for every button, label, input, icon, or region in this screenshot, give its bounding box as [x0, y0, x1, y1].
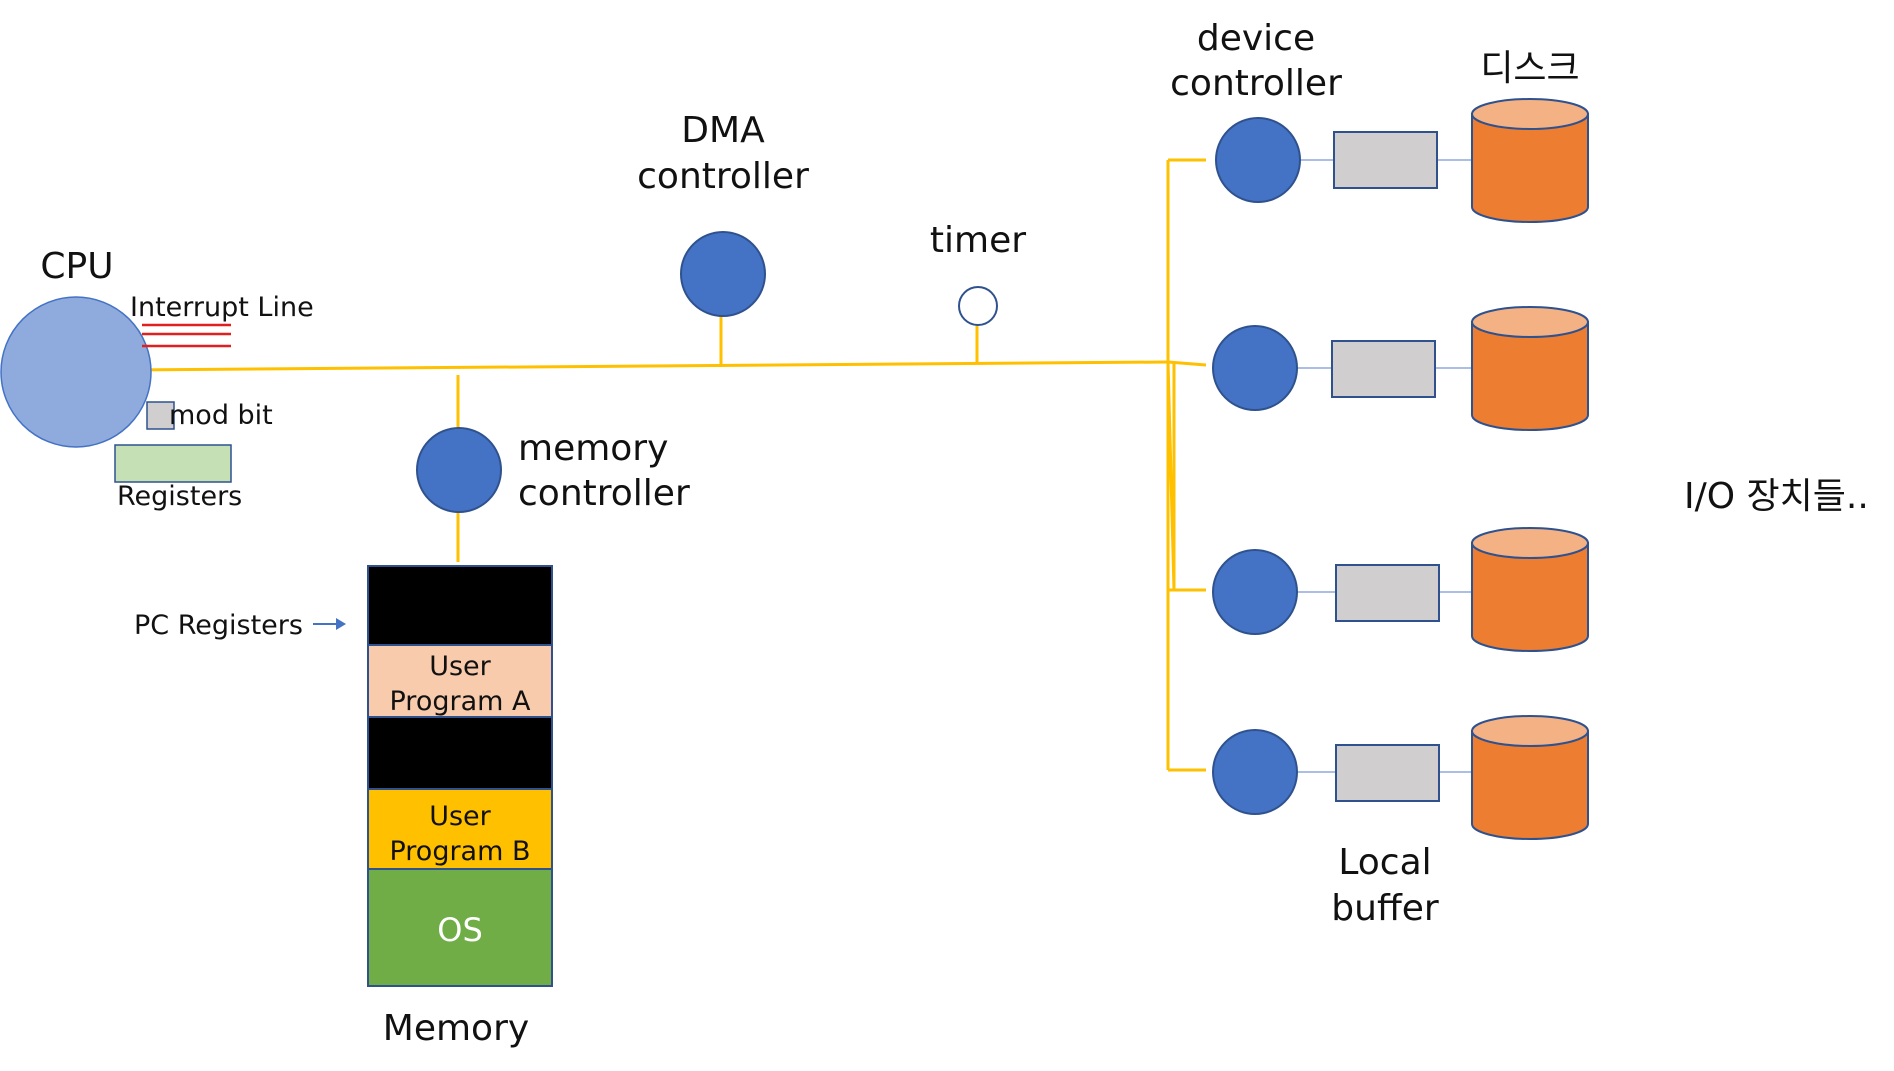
os-label: OS	[437, 911, 483, 949]
device-controller-node[interactable]	[1212, 729, 1298, 815]
disk-icon[interactable]	[1471, 306, 1589, 431]
memory-controller-group: memory controller	[416, 427, 690, 514]
device-row-4	[1212, 715, 1589, 840]
registers-box	[114, 444, 232, 483]
local-buffer-box[interactable]	[1333, 131, 1438, 189]
memory-controller-label-line2: controller	[518, 473, 690, 514]
user-program-a-line2: Program A	[390, 686, 532, 717]
bus-main-line	[125, 360, 1169, 372]
memory-block-black-top	[367, 565, 553, 646]
cpu-circle[interactable]	[0, 296, 152, 448]
memory-label: Memory	[383, 1008, 529, 1049]
dma-controller-node[interactable]	[680, 231, 766, 317]
cpu-group: CPU Interrupt Line mod bit Registers	[0, 246, 314, 512]
user-program-a-line1: User	[429, 651, 491, 682]
interrupt-lines	[142, 323, 231, 348]
device-row-3	[1212, 527, 1589, 652]
device-controller-node[interactable]	[1215, 117, 1301, 203]
local-buffer-label-line2: buffer	[1331, 888, 1439, 929]
timer-node[interactable]	[958, 286, 998, 326]
user-program-b-line1: User	[429, 801, 491, 832]
pc-registers-group: PC Registers	[134, 610, 346, 641]
device-row-1	[1215, 98, 1589, 223]
timer-group: timer	[930, 220, 1026, 326]
local-buffer-box[interactable]	[1335, 744, 1440, 802]
device-controller-node[interactable]	[1212, 325, 1298, 411]
memory-block-black-middle	[367, 716, 553, 790]
mod-bit-label: mod bit	[169, 400, 273, 431]
dma-label-line1: DMA	[681, 110, 765, 151]
io-devices-label: I/O 장치들..	[1684, 476, 1869, 517]
disk-icon[interactable]	[1471, 98, 1589, 223]
bus-branch-2	[1167, 360, 1207, 367]
mod-bit-box	[146, 401, 175, 430]
user-program-b-line2: Program B	[389, 836, 530, 867]
memory-stack: User Program A User Program B OS Memory	[367, 565, 553, 1049]
cpu-label: CPU	[40, 246, 113, 287]
device-controller-node[interactable]	[1212, 549, 1298, 635]
local-buffer-label-line1: Local	[1338, 842, 1431, 883]
device-controller-label-line1: device	[1197, 18, 1315, 59]
pc-registers-label: PC Registers	[134, 610, 303, 641]
memory-controller-node[interactable]	[416, 427, 502, 513]
disk-label: 디스크	[1480, 48, 1579, 89]
dma-label-line2: controller	[637, 156, 809, 197]
bus-diag-1	[1166, 361, 1176, 591]
local-buffer-box[interactable]	[1331, 340, 1436, 398]
interrupt-line-label: Interrupt Line	[130, 292, 314, 323]
timer-label: timer	[930, 220, 1026, 261]
dma-controller-group: DMA controller	[637, 110, 809, 317]
disk-icon[interactable]	[1471, 715, 1589, 840]
pc-registers-arrowhead	[336, 618, 346, 630]
device-controller-label-line2: controller	[1170, 63, 1342, 104]
disk-icon[interactable]	[1471, 527, 1589, 652]
local-buffer-box[interactable]	[1335, 564, 1440, 622]
registers-label: Registers	[117, 481, 242, 512]
device-row-2	[1212, 306, 1589, 431]
memory-controller-label-line1: memory	[518, 428, 668, 469]
system-bus	[125, 158, 1207, 772]
memory-block-os[interactable]	[367, 868, 553, 987]
